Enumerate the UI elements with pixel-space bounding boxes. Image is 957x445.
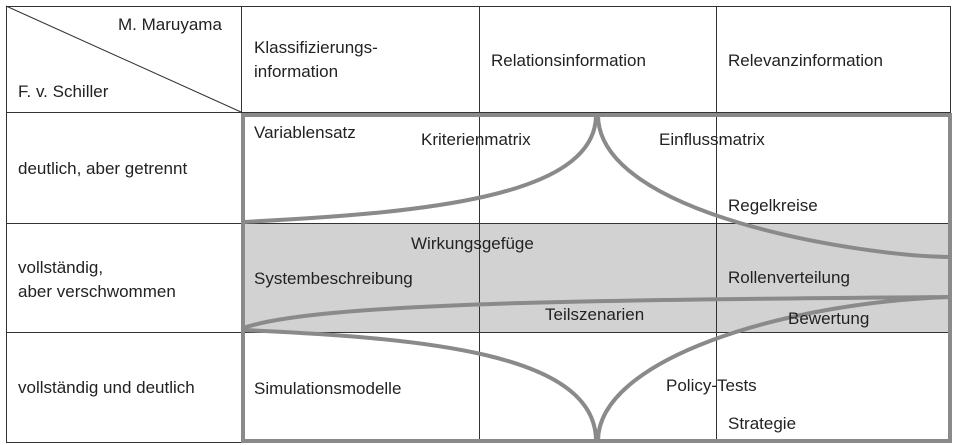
term-teilszenarien: Teilszenarien — [545, 305, 645, 324]
term-rollenverteilung: Rollenverteilung — [728, 268, 850, 287]
column-header-classification: Klassifizierungs- information — [254, 38, 378, 81]
term-simulationsmodelle: Simulationsmodelle — [254, 379, 402, 398]
curve-top-right — [596, 113, 952, 259]
term-kriterienmatrix: Kriterienmatrix — [421, 130, 531, 149]
curve-bottom-right — [596, 295, 952, 443]
term-regelkreise: Regelkreise — [728, 196, 818, 215]
column-header-relevance: Relevanzinformation — [728, 51, 883, 70]
corner-label-bottom: F. v. Schiller — [18, 82, 109, 101]
flow-curves — [241, 113, 952, 443]
term-einflussmatrix: Einflussmatrix — [659, 130, 765, 149]
row-header-distinct-separate: deutlich, aber getrennt — [18, 159, 188, 178]
term-policy-tests: Policy-Tests — [666, 376, 757, 395]
corner-label-top: M. Maruyama — [118, 15, 222, 34]
blurred-band — [241, 223, 952, 332]
corner-diagonal — [5, 5, 242, 113]
curve-top-left — [241, 113, 598, 224]
curve-bottom-left — [241, 328, 598, 443]
column-header-relation: Relationsinformation — [491, 51, 646, 70]
term-strategie: Strategie — [728, 414, 797, 433]
term-wirkungsgefuege: Wirkungsgefüge — [411, 234, 534, 253]
row-header-complete-distinct: vollständig und deutlich — [18, 378, 195, 397]
term-systembeschreibung: Systembeschreibung — [254, 269, 413, 288]
term-variablensatz: Variablensatz — [254, 123, 356, 142]
row-header-complete-blurred: vollständig, aber verschwommen — [18, 258, 176, 301]
term-bewertung: Bewertung — [788, 309, 870, 328]
curve-middle-left — [241, 295, 952, 330]
